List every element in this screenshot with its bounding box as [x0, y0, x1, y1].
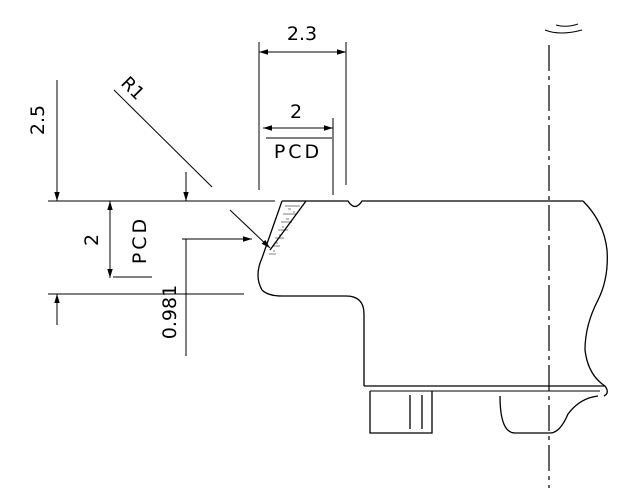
dim-pcd-vertical-value: 2: [81, 234, 103, 246]
break-line: [582, 200, 608, 397]
bottom-flange: [369, 391, 433, 434]
dim-radius-text: R1: [116, 73, 148, 105]
dim-pcd-horizontal: 2 PCD: [263, 101, 334, 195]
chamfer-edge: [257, 200, 283, 291]
chamfer-inner-edge: [269, 200, 307, 251]
dim-offset: 0.981: [159, 172, 252, 356]
part-outline: [257, 200, 608, 434]
dim-pcd-horizontal-label: PCD: [274, 141, 322, 163]
dim-pcd-horizontal-value: 2: [290, 101, 302, 123]
corner-mark: [544, 23, 583, 34]
bottom-boss: [499, 395, 599, 434]
dim-pcd-vertical-label: PCD: [129, 216, 151, 264]
dim-pcd-vertical: 2 PCD: [81, 201, 152, 278]
dim-top-width-text: 2.3: [287, 23, 317, 45]
shoulder: [261, 289, 365, 386]
top-face: [282, 200, 583, 208]
dim-top-width: 2.3: [258, 23, 347, 190]
dim-offset-text: 0.981: [159, 285, 181, 339]
bottom-flange-hatch: [409, 395, 423, 429]
dim-left-height: 2.5: [27, 80, 275, 325]
dim-left-height-text: 2.5: [27, 105, 49, 135]
chamfer-hatch: [269, 205, 300, 255]
